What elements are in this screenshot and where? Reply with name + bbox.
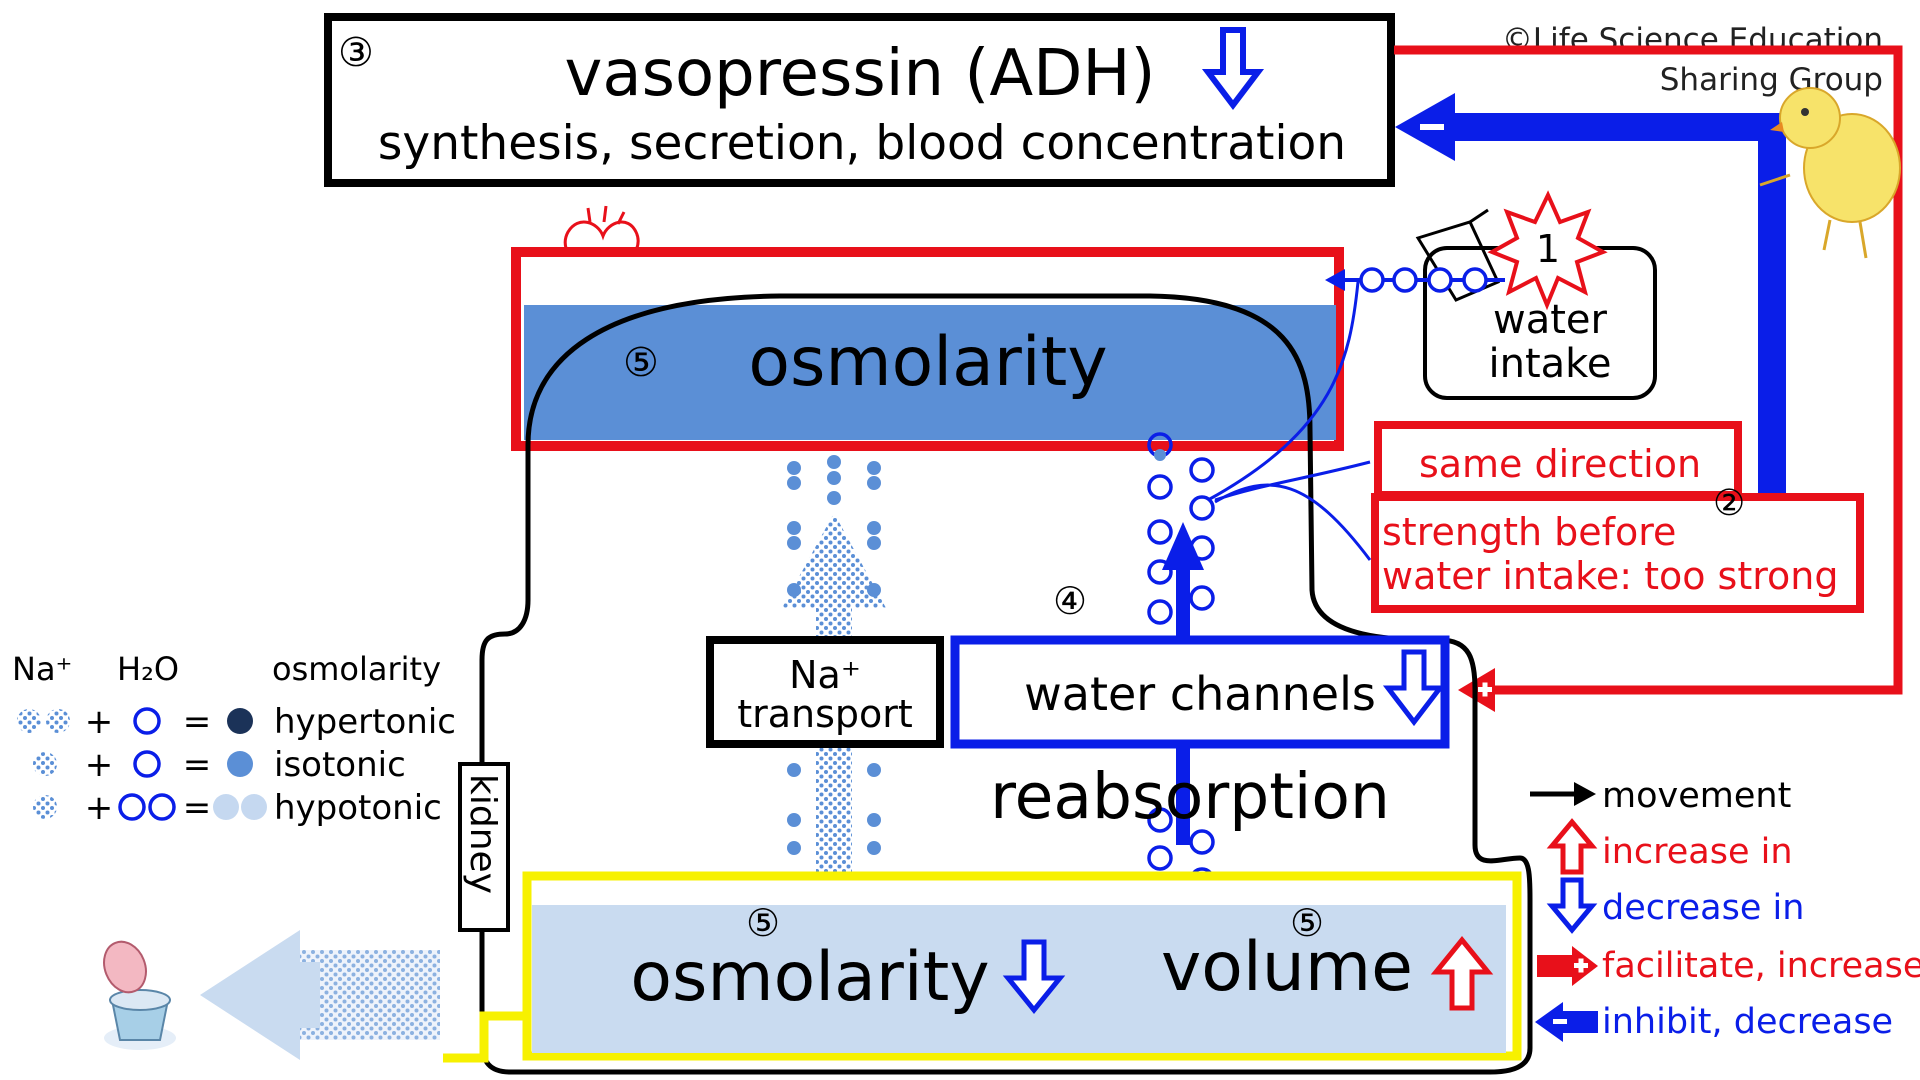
facilitate-line [1394, 45, 1903, 695]
adh-box [324, 13, 1395, 187]
water-intake-line2: intake [1488, 341, 1611, 387]
excretion-arrow [200, 930, 440, 1060]
adh-subtitle: synthesis, secretion, blood concentratio… [378, 116, 1346, 171]
urine-vol-number: ⑤ [1290, 901, 1324, 945]
kidney-label-box [458, 762, 510, 932]
blood-fill [524, 305, 1336, 440]
decrease-arrow-icon [1546, 877, 1598, 934]
water-intake-number: 1 [1536, 227, 1560, 271]
water-channels-box [950, 635, 1450, 749]
chick-icon [1759, 87, 1901, 259]
copyright-line2: Sharing Group [1660, 62, 1883, 98]
legend-hypotonic: hypotonic [274, 788, 442, 828]
legend-eq-1: = [183, 702, 212, 742]
water-intake-line1: water [1493, 297, 1608, 343]
legend-eq-2: = [183, 745, 212, 785]
urine-osm-decrease-arrow-icon [1002, 939, 1066, 1014]
explosion-icon [1487, 190, 1608, 311]
legend-plus-1: + [85, 702, 114, 742]
inhibit-arrow-icon [1535, 1002, 1598, 1042]
legend-header-osm: osmolarity [272, 650, 441, 688]
legend-hypertonic: hypertonic [274, 702, 456, 742]
urine-vol-increase-arrow-icon [1430, 936, 1494, 1011]
urine-tube [443, 1011, 530, 1063]
step-number: ④ [1053, 579, 1087, 623]
blood-label: osmolarity [748, 323, 1107, 402]
osm-legend: Na⁺ H₂O osmolarity + = hypertonic + = is… [12, 650, 456, 828]
na-transport-line2: transport [737, 692, 913, 736]
legend-header-na: Na⁺ [12, 650, 72, 688]
na-transport-line1: Na⁺ [789, 653, 861, 697]
note-number: ② [1713, 483, 1745, 524]
note-line2: strength before [1382, 510, 1676, 554]
note-line1: same direction [1419, 442, 1701, 486]
urine-vol-label: volume [1161, 928, 1413, 1007]
legend-decrease: decrease in [1602, 888, 1804, 928]
kidney-label: kidney [462, 774, 503, 894]
water-intake-flow [1207, 267, 1505, 502]
legend-inhibit: inhibit, decrease [1602, 1002, 1893, 1042]
inhibit-arrowhead-icon [1395, 93, 1455, 161]
urine-osm-number: ⑤ [746, 901, 780, 945]
legend-eq-3: = [183, 788, 212, 828]
water-channels-label: water channels [1024, 667, 1376, 721]
movement-arrow-icon [1530, 782, 1596, 806]
symbol-legend: movement increase in decrease in facilit… [1530, 776, 1920, 1042]
note-line3: water intake: too strong [1382, 554, 1839, 598]
legend-increase: increase in [1602, 832, 1793, 872]
urine-osm-label: osmolarity [630, 938, 989, 1017]
legend-facilitate: facilitate, increase [1602, 946, 1920, 986]
facilitate-arrow-icon [1537, 946, 1598, 986]
legend-plus-3: + [85, 788, 114, 828]
legend-plus-2: + [85, 745, 114, 785]
reabsorption-label: reabsorption [990, 760, 1390, 833]
note-box-top [1374, 421, 1742, 499]
na-transport-box [706, 636, 944, 748]
note-box-bottom [1371, 493, 1864, 613]
toilet-icon [103, 940, 176, 1050]
legend-isotonic: isotonic [274, 745, 406, 785]
increase-arrow-icon [1546, 818, 1598, 875]
blood-number: ⑤ [623, 340, 659, 386]
adh-number: ③ [338, 30, 374, 76]
inhibit-line [1440, 113, 1786, 493]
adh-decrease-arrow-icon [1201, 27, 1265, 110]
note-connector [1214, 460, 1372, 561]
legend-header-h2o: H₂O [117, 650, 179, 688]
adh-title: vasopressin (ADH) [565, 37, 1156, 111]
water-channels-decrease-arrow-icon [1382, 649, 1446, 727]
legend-movement: movement [1602, 776, 1791, 816]
